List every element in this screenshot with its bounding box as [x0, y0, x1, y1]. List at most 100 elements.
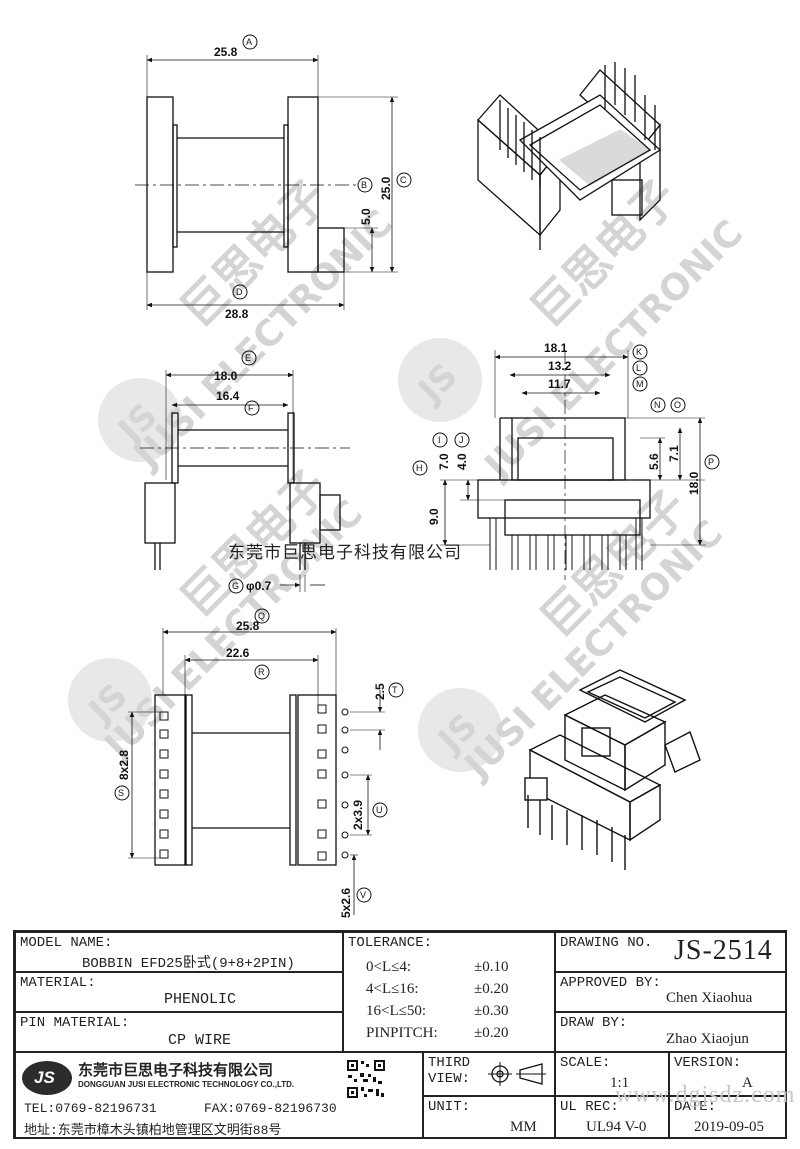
- version-cell: VERSION: A: [669, 1052, 787, 1096]
- third-view-label: THIRD VIEW:: [428, 1055, 471, 1087]
- company-overlay-text: 东莞市巨思电子科技有限公司: [228, 543, 462, 563]
- svg-text:F: F: [248, 403, 254, 413]
- tol-value-1: ±0.10: [474, 959, 509, 975]
- title-block: MODEL NAME: BOBBIN EFD25卧式(9+8+2PIN) MAT…: [13, 930, 794, 1139]
- svg-text:18.1: 18.1: [544, 341, 568, 355]
- tol-value-3: ±0.30: [474, 1003, 509, 1019]
- company-name-en: DONGGUAN JUSI ELECTRONIC TECHNOLOGY CO.,…: [78, 1080, 295, 1089]
- svg-text:V: V: [360, 890, 366, 900]
- tol-range-1: 0<L≤4:: [366, 959, 412, 975]
- svg-text:H: H: [416, 463, 423, 473]
- tel: TEL:0769-82196731: [24, 1101, 157, 1116]
- svg-text:I: I: [438, 435, 441, 445]
- drawing-no-label: DRAWING NO.: [560, 935, 653, 951]
- svg-text:B: B: [361, 180, 367, 190]
- iso-view-bottom: [524, 669, 701, 870]
- ul-rec-value: UL94 V-0: [586, 1119, 647, 1135]
- svg-text:18.0: 18.0: [214, 369, 238, 383]
- plan-view-dims: Q 25.8 R 22.6 S 8x2.8 T 2.5 U 2x3.9 V 5x…: [114, 608, 404, 918]
- qr-code: [346, 1059, 386, 1099]
- svg-text:S: S: [118, 788, 124, 798]
- svg-text:11.7: 11.7: [548, 377, 571, 391]
- svg-text:16.4: 16.4: [216, 389, 240, 403]
- material-value: PHENOLIC: [164, 991, 237, 1008]
- tol-range-2: 4<L≤16:: [366, 981, 419, 997]
- unit-value: MM: [510, 1119, 537, 1135]
- svg-text:R: R: [258, 667, 265, 677]
- draw-by-label: DRAW BY:: [560, 1015, 628, 1031]
- svg-text:5.0: 5.0: [359, 208, 373, 225]
- svg-text:N: N: [654, 400, 661, 410]
- unit-label: UNIT:: [428, 1099, 471, 1115]
- side-view-dims: E 18.0 F 16.4 G φ0.7: [214, 350, 272, 594]
- ul-rec-cell: UL REC: UL94 V-0: [555, 1096, 669, 1139]
- svg-text:5.6: 5.6: [647, 453, 661, 470]
- address: 地址:东莞市樟木头镇柏地管理区文明街88号: [24, 1123, 282, 1138]
- third-angle-projection-icon: [488, 1062, 546, 1086]
- svg-text:Q: Q: [258, 611, 265, 621]
- date-cell: DATE: 2019-09-05: [669, 1096, 787, 1139]
- technical-drawing: JS JS JS JS 巨思电子 JUSI ELECTRONIC 巨思电子 JU…: [68, 34, 751, 918]
- svg-text:7.1: 7.1: [667, 445, 681, 462]
- svg-text:22.6: 22.6: [226, 646, 250, 660]
- svg-text:13.2: 13.2: [548, 359, 572, 373]
- svg-text:28.8: 28.8: [225, 307, 249, 321]
- tol-value-4: ±0.20: [474, 1025, 509, 1041]
- end-view: [440, 350, 706, 580]
- company-logo: JS: [22, 1061, 72, 1095]
- svg-text:7.0: 7.0: [437, 453, 451, 470]
- svg-text:8x2.8: 8x2.8: [117, 750, 131, 780]
- tol-value-2: ±0.20: [474, 981, 509, 997]
- svg-text:2x3.9: 2x3.9: [351, 800, 365, 830]
- approved-by-cell: APPROVED BY: Chen Xiaohua: [555, 972, 787, 1012]
- model-name-cell: MODEL NAME: BOBBIN EFD25卧式(9+8+2PIN): [15, 932, 343, 972]
- tol-range-3: 16<L≤50:: [366, 1003, 427, 1019]
- draw-by-value: Zhao Xiaojun: [666, 1031, 749, 1047]
- end-view-dims: 18.1 13.2 11.7 K L M N O P 5.6 7.1 18.0 …: [412, 341, 720, 525]
- svg-text:A: A: [246, 37, 252, 47]
- svg-text:25.8: 25.8: [214, 45, 238, 59]
- version-label: VERSION:: [674, 1055, 742, 1071]
- front-view-dims: A 25.8 D 28.8 B 5.0 C 25.0: [214, 34, 412, 321]
- svg-text:2.5: 2.5: [373, 683, 387, 700]
- scale-label: SCALE:: [560, 1055, 611, 1071]
- svg-text:5x2.6: 5x2.6: [339, 888, 353, 918]
- pin-material-value: CP WIRE: [168, 1032, 232, 1049]
- scale-cell: SCALE: 1:1: [555, 1052, 669, 1096]
- svg-text:25.0: 25.0: [379, 176, 393, 200]
- svg-text:T: T: [392, 685, 398, 695]
- svg-text:L: L: [636, 363, 641, 373]
- drawing-no-cell: DRAWING NO. JS-2514: [555, 932, 787, 972]
- svg-text:C: C: [400, 175, 407, 185]
- svg-text:4.0: 4.0: [455, 453, 469, 470]
- draw-by-cell: DRAW BY: Zhao Xiaojun: [555, 1012, 787, 1052]
- svg-text:φ0.7: φ0.7: [246, 579, 272, 593]
- tol-range-4: PINPITCH:: [366, 1025, 438, 1041]
- drawing-no-value: JS-2514: [674, 935, 773, 966]
- approved-by-label: APPROVED BY:: [560, 975, 661, 991]
- fax: FAX:0769-82196730: [204, 1101, 337, 1116]
- front-view: [135, 55, 398, 310]
- tolerance-label: TOLERANCE:: [348, 935, 433, 951]
- pin-material-label: PIN MATERIAL:: [20, 1015, 130, 1031]
- svg-text:K: K: [636, 347, 642, 357]
- material-cell: MATERIAL: PHENOLIC: [15, 972, 343, 1012]
- model-name-label: MODEL NAME:: [20, 935, 113, 951]
- unit-cell: UNIT: MM: [423, 1096, 555, 1139]
- svg-text:E: E: [245, 353, 251, 363]
- side-view: [140, 370, 350, 592]
- site-watermark: www.dgjsdz.com: [615, 1082, 796, 1108]
- svg-text:25.8: 25.8: [236, 619, 260, 633]
- svg-text:O: O: [674, 400, 681, 410]
- svg-text:G: G: [232, 581, 239, 591]
- svg-text:M: M: [636, 379, 644, 389]
- date-value: 2019-09-05: [694, 1119, 764, 1135]
- company-name-cn: 东莞市巨思电子科技有限公司: [78, 1061, 274, 1079]
- tolerance-cell: TOLERANCE: 0<L≤4: ±0.10 4<L≤16: ±0.20 16…: [343, 932, 555, 1052]
- approved-by-value: Chen Xiaohua: [666, 990, 753, 1006]
- svg-text:U: U: [376, 805, 383, 815]
- plan-view: [128, 628, 385, 915]
- svg-text:9.0: 9.0: [427, 508, 441, 525]
- model-name-value: BOBBIN EFD25卧式(9+8+2PIN): [82, 956, 295, 972]
- iso-view-top: [477, 62, 662, 250]
